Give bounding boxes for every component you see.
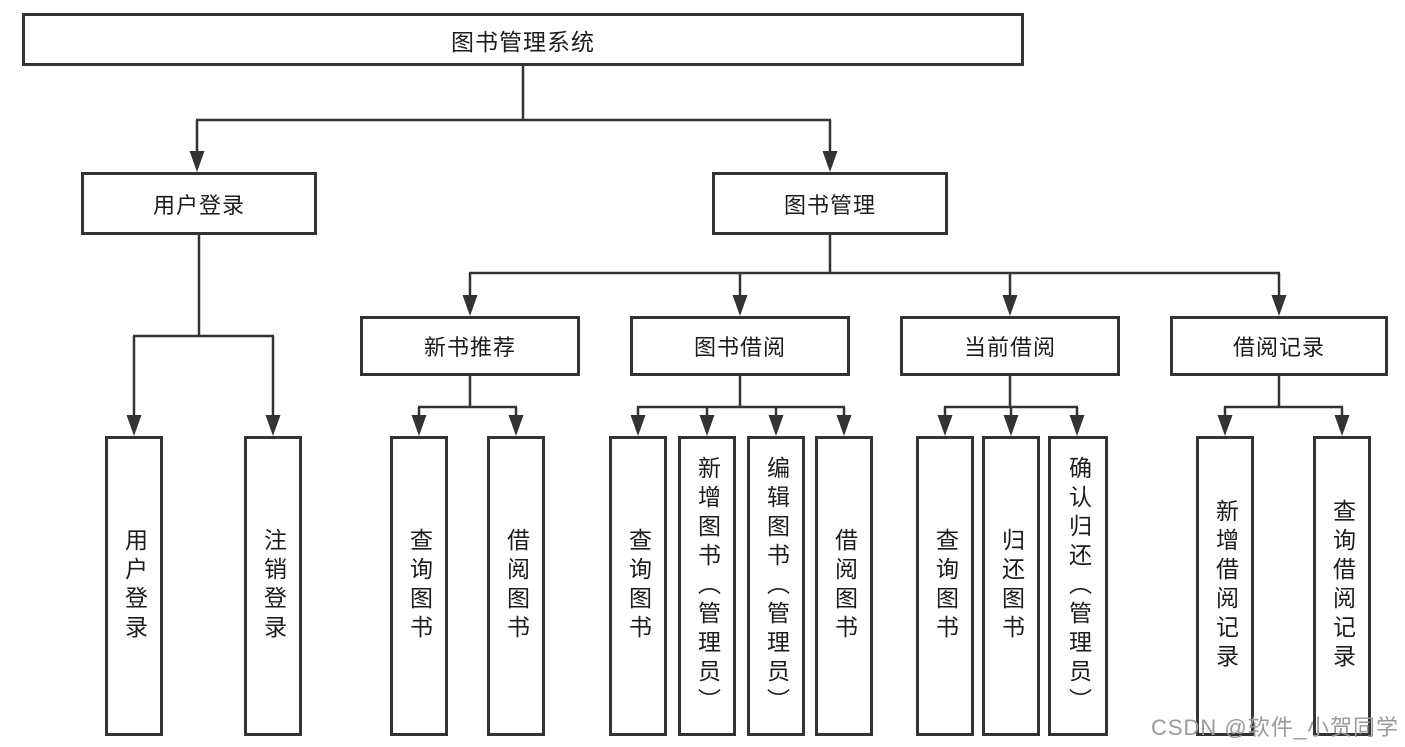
arrow-down-icon [836,415,852,436]
node-label: 新增图书（管理员） [694,455,721,717]
arrow-down-icon [1271,295,1287,316]
arrow-down-icon [189,151,205,172]
node-label: 图书管理系统 [451,28,595,55]
node-borrow-records: 借阅记录 [1170,316,1388,376]
csdn-watermark: CSDN @软件_小贺同学 [1150,715,1399,740]
leaf-add-borrow-record: 新增借阅记录 [1196,436,1254,736]
node-label: 借阅图书 [503,528,530,644]
leaf-logout: 注销登录 [244,436,302,736]
arrow-down-icon [768,415,784,436]
arrow-down-icon [630,415,646,436]
node-label: 图书借阅 [693,335,786,360]
node-label: 查询图书 [932,528,959,644]
arrow-down-icon [462,295,478,316]
leaf-borrow-query-books: 查询图书 [609,436,667,736]
leaf-edit-book-admin: 编辑图书（管理员） [747,436,805,736]
arrow-down-icon [1069,415,1085,436]
leaf-borrow-books: 借阅图书 [815,436,873,736]
arrow-down-icon [732,295,748,316]
node-label: 用户登录 [152,192,245,218]
node-user-login: 用户登录 [81,172,317,235]
arrow-down-icon [937,415,953,436]
node-label: 新增借阅记录 [1212,499,1239,673]
leaf-return-books: 归还图书 [982,436,1040,736]
node-label: 注销登录 [260,528,287,644]
node-label: 用户登录 [121,528,148,644]
arrow-down-icon [822,151,838,172]
node-label: 当前借阅 [963,335,1056,360]
arrow-down-icon [1003,415,1019,436]
arrow-down-icon [699,415,715,436]
arrow-down-icon [1334,415,1350,436]
leaf-confirm-return-admin: 确认归还（管理员） [1048,436,1108,736]
node-label: 确认归还（管理员） [1065,455,1092,717]
arrow-down-icon [126,415,142,436]
arrow-down-icon [1217,415,1233,436]
arrow-down-icon [265,415,281,436]
leaf-query-borrow-record: 查询借阅记录 [1313,436,1371,736]
node-label: 归还图书 [998,528,1025,644]
node-current-borrow: 当前借阅 [900,316,1120,376]
node-label: 借阅图书 [831,528,858,644]
leaf-user-login: 用户登录 [105,436,163,736]
arrow-down-icon [411,415,427,436]
node-label: 查询图书 [406,528,433,644]
node-label: 借阅记录 [1232,335,1325,360]
node-new-book-recommend: 新书推荐 [360,316,580,376]
leaf-add-book-admin: 新增图书（管理员） [678,436,736,736]
leaf-recommend-borrow-books: 借阅图书 [487,436,545,736]
node-label: 新书推荐 [423,335,516,360]
leaf-current-query-books: 查询图书 [916,436,974,736]
node-label: 查询借阅记录 [1329,499,1356,673]
node-book-management: 图书管理 [712,172,948,235]
node-label: 编辑图书（管理员） [763,455,790,717]
node-book-borrow: 图书借阅 [630,316,850,376]
arrow-down-icon [1002,295,1018,316]
node-label: 图书管理 [783,192,876,218]
leaf-recommend-query-books: 查询图书 [390,436,448,736]
arrow-down-icon [508,415,524,436]
node-label: 查询图书 [625,528,652,644]
node-root: 图书管理系统 [22,13,1024,66]
